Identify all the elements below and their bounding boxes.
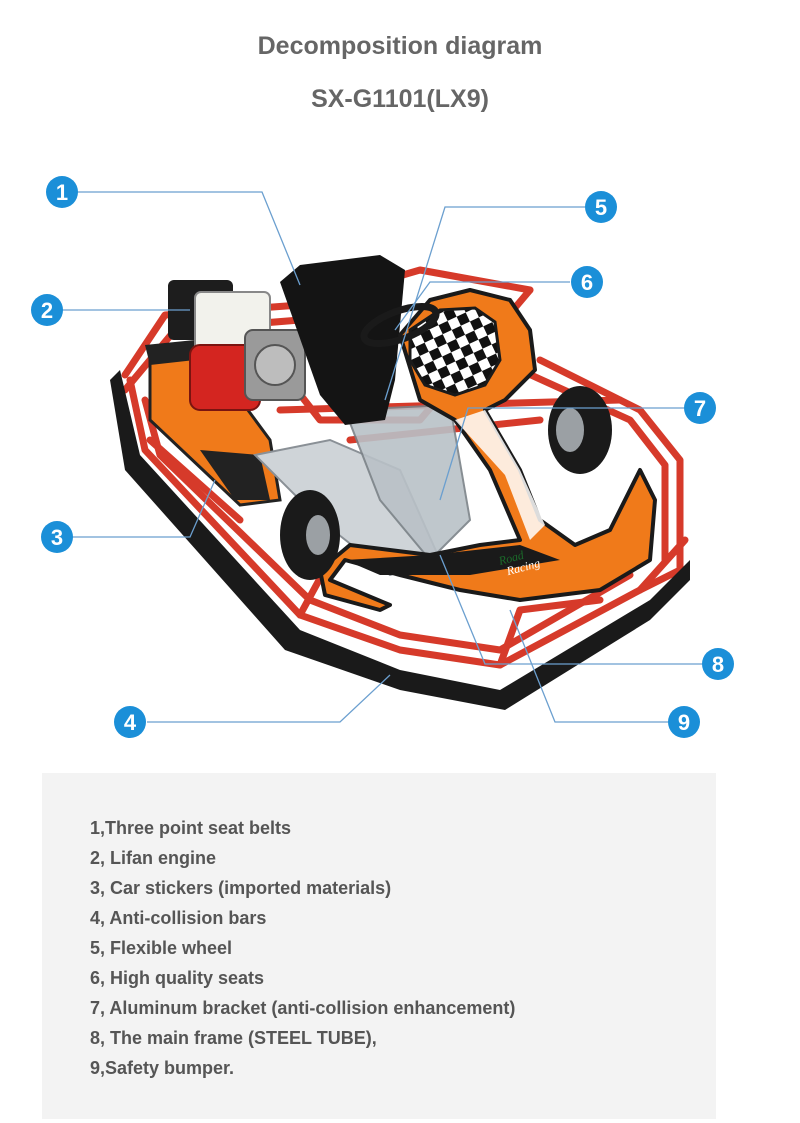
checkered-number-plate <box>408 306 502 397</box>
diagram-title: Decomposition diagram <box>257 32 543 60</box>
callout-4-number: 4 <box>124 710 137 735</box>
high-quality-seat <box>280 255 405 425</box>
leader-line-7 <box>439 407 684 501</box>
parts-legend-panel: 1,Three point seat belts 2, Lifan engine… <box>42 773 716 1119</box>
leader-line-9 <box>509 609 668 723</box>
callout-3-number: 3 <box>51 525 63 550</box>
flexible-wheel-front-right <box>548 386 612 474</box>
legend-item: 3, Car stickers (imported materials) <box>90 878 392 898</box>
callout-9: 9 <box>668 706 700 738</box>
callout-6-number: 6 <box>581 270 593 295</box>
leader-line-5 <box>384 206 585 401</box>
leader-line-6 <box>394 281 570 331</box>
callout-9-number: 9 <box>678 710 690 735</box>
legend-item: 7, Aluminum bracket (anti-collision enha… <box>90 998 516 1018</box>
callout-6: 6 <box>571 266 603 298</box>
callout-7: 7 <box>684 392 716 424</box>
legend-item: 1,Three point seat belts <box>90 818 292 838</box>
model-number: SX-G1101(LX9) <box>311 85 489 113</box>
callout-1-number: 1 <box>56 180 68 205</box>
callout-8-number: 8 <box>712 652 724 677</box>
callout-2-number: 2 <box>41 298 53 323</box>
leader-line-4 <box>147 674 391 723</box>
parts-legend-list: 1,Three point seat belts 2, Lifan engine… <box>90 813 515 1083</box>
legend-item: 6, High quality seats <box>90 968 265 988</box>
legend-item: 2, Lifan engine <box>90 848 217 868</box>
go-kart-diagram: Road Racing 1 2 3 4 <box>31 176 734 738</box>
go-kart-illustration: Road Racing <box>110 255 690 710</box>
leader-line-1 <box>77 191 301 286</box>
callout-3: 3 <box>41 521 73 553</box>
callout-4: 4 <box>114 706 146 738</box>
legend-item: 9,Safety bumper. <box>90 1058 235 1078</box>
callout-8: 8 <box>702 648 734 680</box>
callout-5-number: 5 <box>595 195 607 220</box>
leader-lines <box>62 191 702 723</box>
leader-line-3 <box>72 479 216 538</box>
callout-5: 5 <box>585 191 617 223</box>
flexible-wheel-front-left <box>280 490 340 580</box>
legend-item: 4, Anti-collision bars <box>90 908 267 928</box>
callout-1: 1 <box>46 176 78 208</box>
engine <box>168 280 306 411</box>
callout-badges: 1 2 3 4 5 6 7 8 <box>31 176 734 738</box>
leader-line-8 <box>439 554 702 665</box>
callout-2: 2 <box>31 294 63 326</box>
legend-item: 5, Flexible wheel <box>90 938 233 958</box>
legend-item: 8, The main frame (STEEL TUBE), <box>90 1028 377 1048</box>
callout-7-number: 7 <box>694 396 706 421</box>
